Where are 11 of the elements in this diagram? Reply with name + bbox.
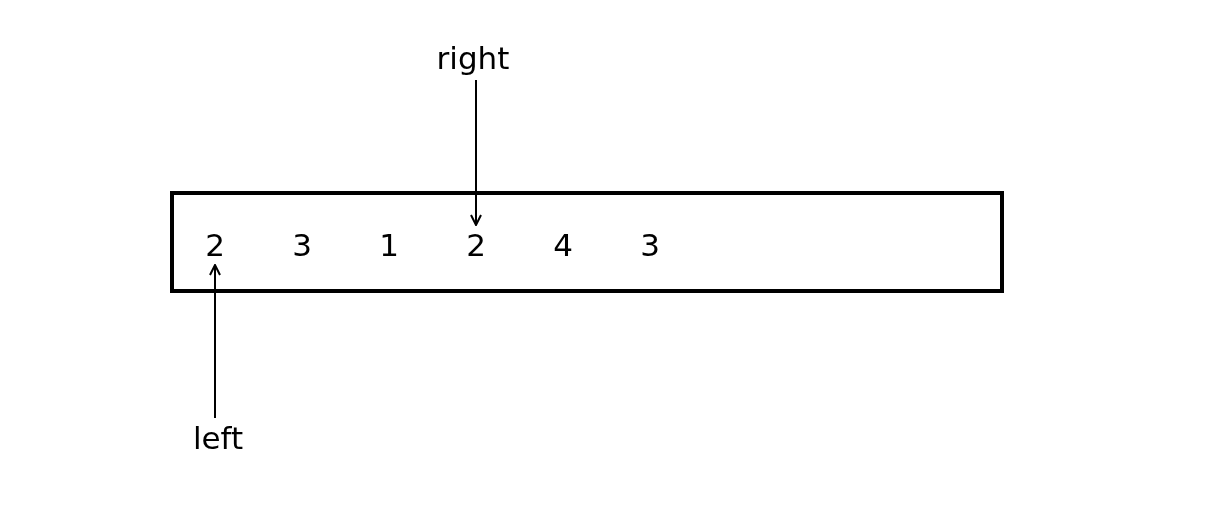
pointer-arrow — [209, 264, 221, 419]
array-value: 1 — [377, 227, 401, 263]
pointer-arrow — [470, 79, 482, 226]
pointer-label: left — [189, 420, 247, 458]
array-value: 3 — [290, 227, 314, 263]
array-value: 2 — [203, 227, 227, 263]
array-value: 4 — [551, 227, 575, 263]
array-value: 2 — [464, 227, 488, 263]
array-value: 3 — [638, 227, 662, 263]
pointer-label: right — [431, 40, 515, 78]
array-box — [170, 191, 1004, 293]
